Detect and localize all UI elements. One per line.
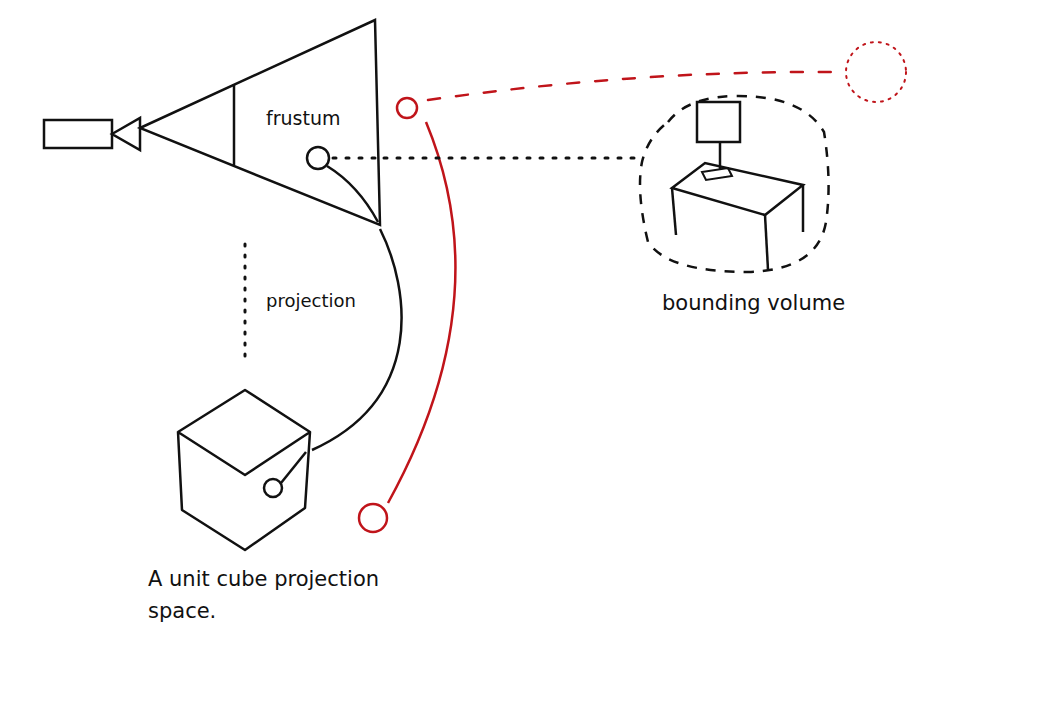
frustum-outline [140,20,380,225]
node-label: A unit cube projection space. [148,564,398,627]
bounding-volume: bounding volume [628,92,832,276]
monitor [697,102,740,142]
node-label: bounding volume [662,288,845,320]
desk-leg [765,215,768,270]
projection-line [244,244,247,362]
projection-curve [281,452,306,483]
unit-cube-outline [176,388,312,553]
frustum-shape-outline [138,18,384,229]
sample-point [307,147,329,169]
unit-cube: A unit cube projection space. [176,388,312,553]
projected-point [264,479,282,497]
bounding-volume-outline [628,92,832,276]
red-point [397,98,417,118]
desk-leg [802,185,805,232]
near-plane [233,84,236,165]
node-label: frustum [266,104,340,133]
cube-outline [178,390,310,550]
bounding-outline [640,96,829,272]
frustum-shape: frustum [138,18,384,229]
camera-body [44,120,112,148]
desk-top [672,163,803,215]
desk-leg [672,188,676,235]
dotted-connector [384,158,640,160]
camera-lens [112,118,140,150]
keyboard [702,168,732,180]
projection-connector [312,229,402,450]
red-dotted-circle [846,42,906,102]
annotation-label: projection [266,290,356,311]
red-dashed-line [428,72,840,100]
red-point [359,504,387,532]
red-curve [388,122,455,503]
